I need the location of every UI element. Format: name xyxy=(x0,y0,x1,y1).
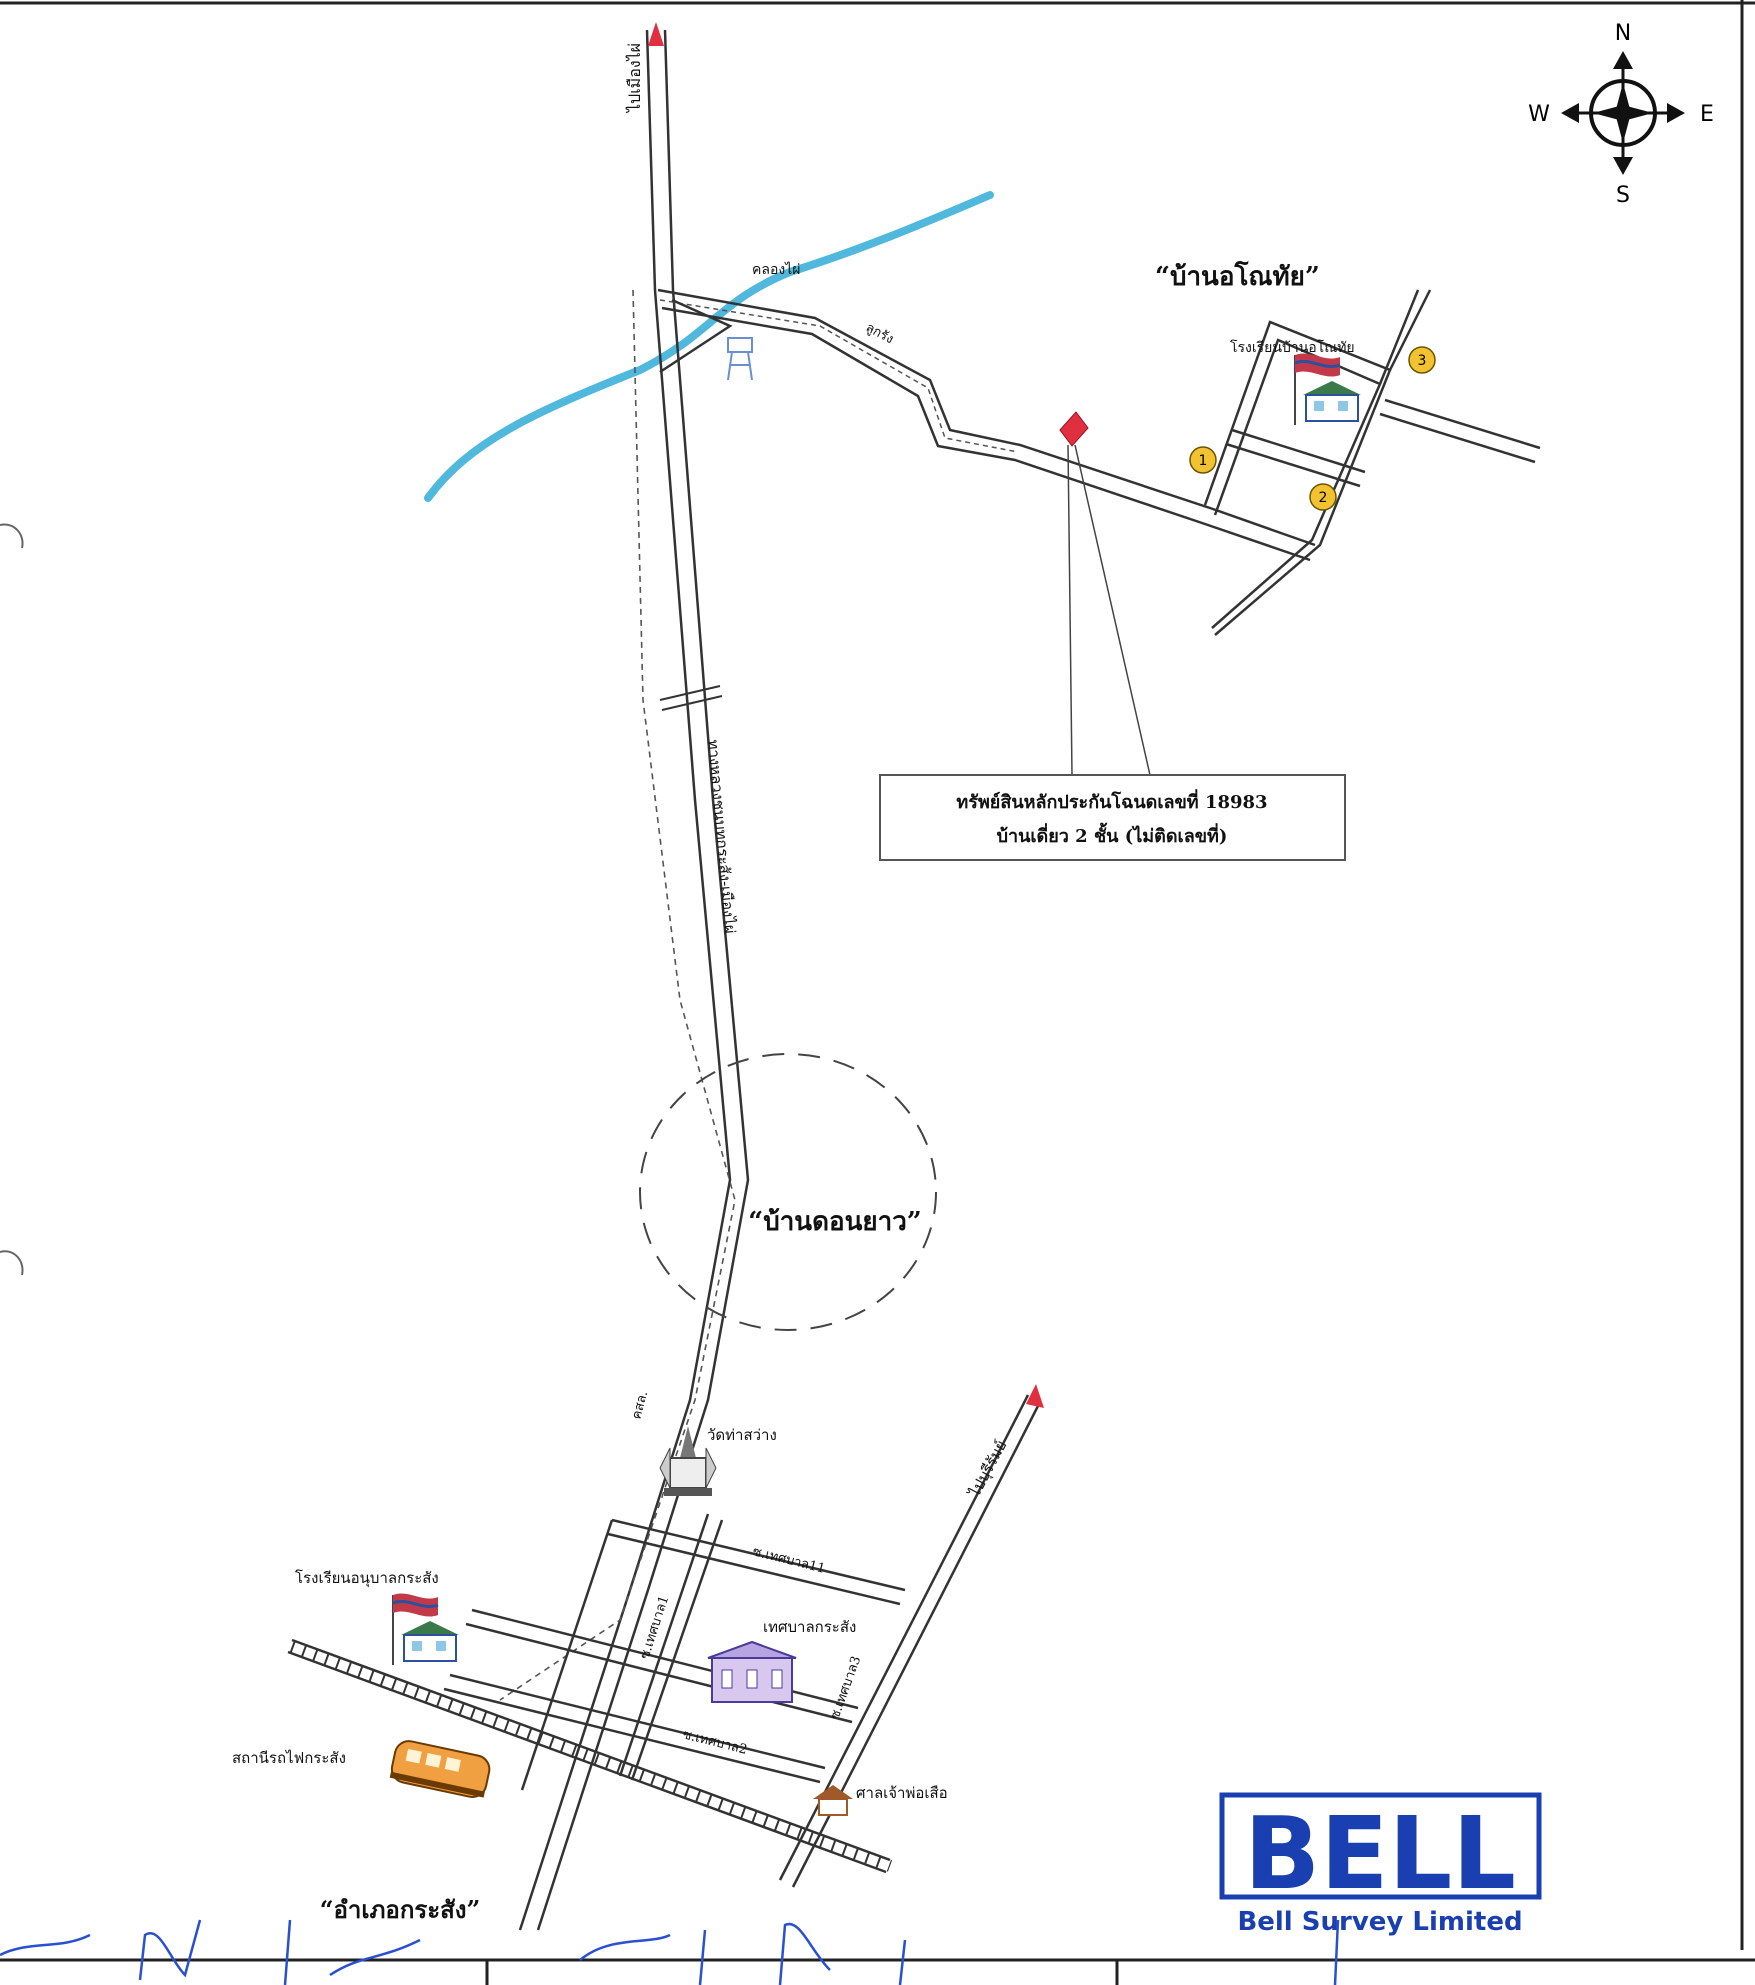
landmark-school-o-no-thai: โรงเรียนบ้านอโณทัย xyxy=(1230,339,1355,356)
marker-1: 1 xyxy=(1189,446,1217,474)
connector-road xyxy=(659,298,733,374)
landmark-station: สถานีรถไฟกระสัง xyxy=(232,1749,346,1767)
place-ban-don-yao: “บ้านดอนยาว” xyxy=(748,1207,922,1237)
canal-river xyxy=(424,191,994,502)
road-label-to-mueang-phai: ไปเมืองไผ่ xyxy=(625,43,644,114)
property-info-box xyxy=(879,774,1346,861)
svg-text:BELL: BELL xyxy=(1244,1795,1516,1912)
landmark-school-krasang: โรงเรียนอนุบาลกระสัง xyxy=(295,1569,439,1588)
compass-west-label: W xyxy=(1528,102,1550,127)
bridge-mark xyxy=(659,685,723,711)
road-label-sub-2: ซ.เทศบาล2 xyxy=(681,1727,749,1758)
marker-3: 3 xyxy=(1408,346,1436,374)
canal-label: คลองไผ่ xyxy=(752,261,800,278)
ban-don-yao-circle xyxy=(639,1053,937,1331)
property-line-1: ทรัพย์สินหลักประกันโฉนดเลขที่ 18983 xyxy=(956,789,1267,813)
bell-logo: BELL Bell Survey Limited xyxy=(1219,1792,1542,1937)
village-roads xyxy=(1203,289,1541,636)
road-label-concrete: คสล. xyxy=(629,1389,651,1421)
road-label-to-buriram: ไปบุรีรัมย์ xyxy=(965,1437,1011,1501)
train-icon xyxy=(389,1740,491,1798)
svg-text:Bell Survey Limited: Bell Survey Limited xyxy=(1237,1907,1522,1937)
leader-line-2 xyxy=(1074,444,1151,776)
compass-east-label: E xyxy=(1700,102,1714,127)
leader-line-1 xyxy=(1067,444,1073,776)
signature-scribble-1 xyxy=(0,1919,421,1985)
school-icon xyxy=(1294,353,1361,425)
compass-south-label: S xyxy=(1616,183,1630,208)
landmark-wat: วัดท่าสว่าง xyxy=(707,1426,777,1444)
property-marker xyxy=(1059,411,1089,447)
power-line-dashed xyxy=(499,289,736,1701)
svg-text:3: 3 xyxy=(1418,353,1427,369)
svg-text:1: 1 xyxy=(1199,453,1208,469)
binding-mark-1 xyxy=(0,523,24,549)
road-label-dirt: ลูกรัง xyxy=(863,320,896,347)
signature-scribble-3 xyxy=(1333,1919,1340,1985)
marker-2: 2 xyxy=(1309,483,1337,511)
school-krasang-icon xyxy=(392,1593,459,1665)
compass-icon xyxy=(1561,51,1685,175)
compass-north-label: N xyxy=(1615,21,1631,46)
place-ban-o-no-thai: “บ้านอโณทัย” xyxy=(1155,260,1320,292)
municipality-icon xyxy=(707,1640,797,1703)
property-line-2: บ้านเดี่ยว 2 ชั้น (ไม่ติดเลขที่) xyxy=(997,822,1228,847)
water-tower-icon xyxy=(727,337,753,381)
road-label-sub-3: ซ.เทศบาล3 xyxy=(828,1654,865,1721)
railway xyxy=(287,1638,893,1874)
temple-icon xyxy=(659,1426,717,1496)
shrine-icon xyxy=(813,1785,853,1816)
buriram-arrow-icon xyxy=(1026,1384,1044,1408)
signature-scribble-2 xyxy=(579,1922,907,1985)
binding-mark-2 xyxy=(0,1250,24,1276)
landmark-municipality: เทศบาลกระสัง xyxy=(763,1618,856,1636)
east-road-dashed xyxy=(659,299,1019,453)
road-label-highway: ทางหลวงชนบทกระสัง-เมืองไผ่ xyxy=(704,739,739,935)
landmark-police-post: ศาลเจ้าพ่อเสือ xyxy=(856,1784,948,1802)
svg-text:2: 2 xyxy=(1319,490,1328,506)
north-road-arrow-icon xyxy=(648,22,664,46)
east-road xyxy=(657,288,1316,562)
place-amphoe-krasang: “อำเภอกระสัง” xyxy=(320,1895,481,1924)
